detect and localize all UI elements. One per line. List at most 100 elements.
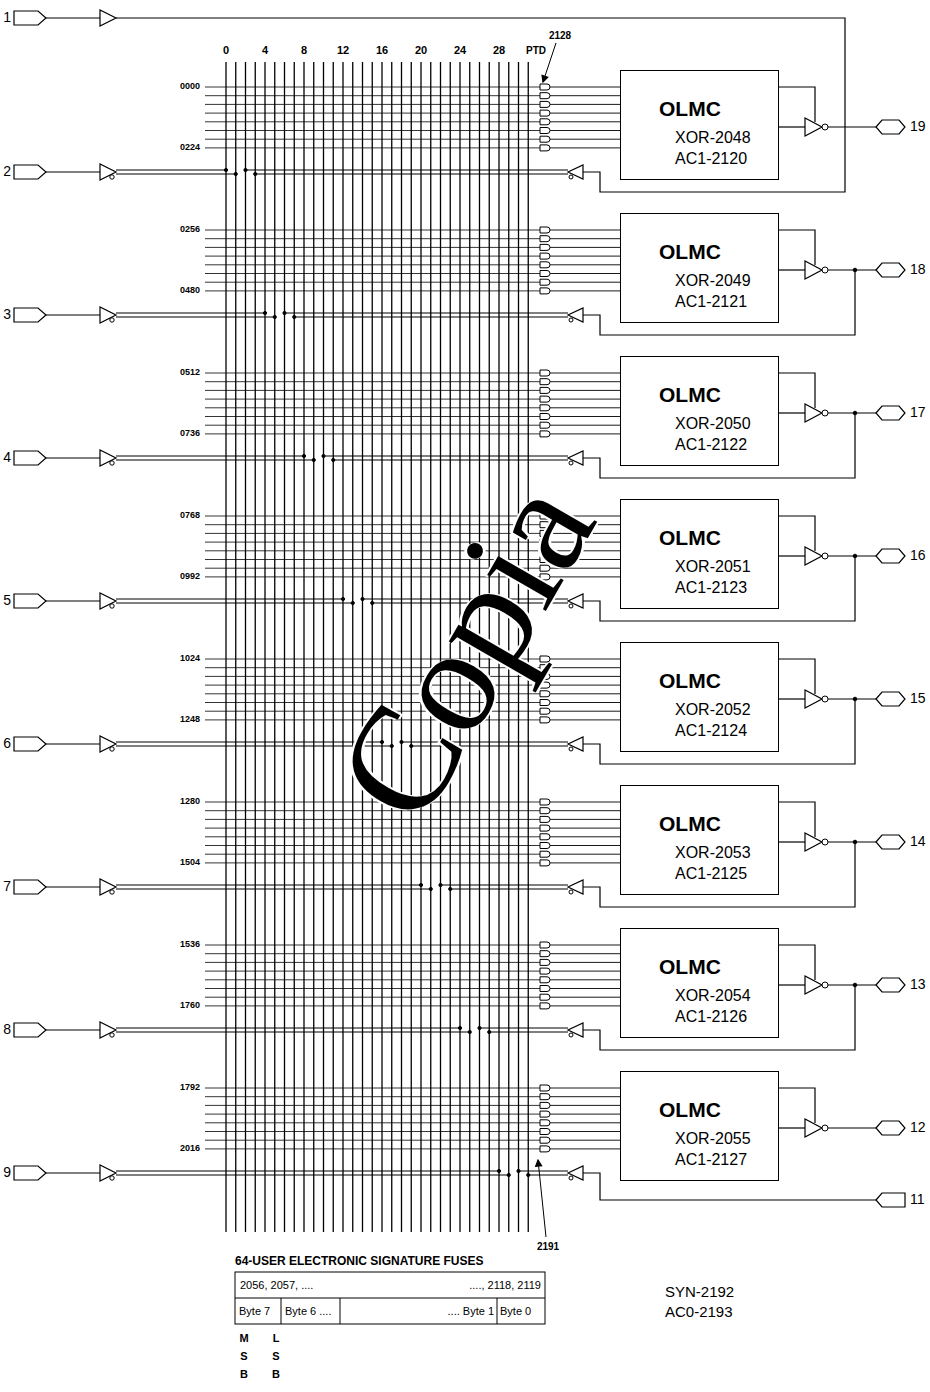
and-output-wire	[550, 997, 620, 998]
and-output-wire	[550, 247, 620, 248]
product-term-row	[205, 828, 540, 829]
inverter-bubble	[110, 461, 114, 465]
fuse-column	[264, 62, 265, 1232]
output-enable-line	[778, 230, 815, 265]
input-pin-symbol	[14, 1166, 46, 1180]
product-term-row	[205, 1005, 540, 1006]
input-pin-symbol	[14, 11, 46, 25]
pin-wire	[46, 171, 100, 172]
and-output-wire	[550, 407, 620, 408]
input-buffer	[100, 879, 116, 895]
input-pin-symbol	[14, 594, 46, 608]
junction-dot	[853, 840, 857, 844]
and-gate	[540, 136, 550, 142]
pin-number: 17	[910, 405, 926, 420]
product-term-row	[205, 971, 540, 972]
and-gate	[540, 1120, 550, 1126]
io-pin-symbol	[876, 549, 905, 563]
table-cell: Byte 0	[500, 1305, 531, 1317]
product-term-row	[205, 139, 540, 140]
junction-dot	[458, 1026, 461, 1029]
pin-number: 12	[910, 1120, 926, 1135]
table-cell: .... Byte 1	[448, 1305, 494, 1317]
and-gate	[540, 691, 550, 697]
and-output-wire	[550, 273, 620, 274]
and-output-wire	[550, 1131, 620, 1132]
feedback-line	[324, 455, 569, 456]
and-output-wire	[550, 945, 620, 946]
output-inverter	[805, 547, 822, 565]
column-number: 12	[337, 44, 349, 56]
fuse-address: XOR-2048	[675, 127, 770, 148]
and-output-wire	[550, 854, 620, 855]
inverter-bubble	[822, 267, 828, 273]
input-buffer	[100, 1022, 116, 1038]
block-title: OLMC	[659, 1098, 770, 1122]
olmc-box: OLMCXOR-2055AC1-2127	[620, 1071, 779, 1181]
fuse-address: AC1-2125	[675, 863, 770, 884]
input-buffer	[100, 10, 116, 26]
product-term-row	[205, 264, 540, 265]
output-line	[828, 412, 876, 413]
and-output-wire	[550, 425, 620, 426]
and-output-wire	[550, 95, 620, 96]
fuse-column	[333, 62, 334, 1232]
input-line-inverted	[116, 602, 353, 603]
and-output-wire	[550, 256, 620, 257]
row-number: 0256	[180, 225, 200, 235]
olmc-box: OLMCXOR-2051AC1-2123	[620, 499, 779, 609]
fuse-address: XOR-2050	[675, 413, 770, 434]
column-number: 16	[376, 44, 388, 56]
and-gate	[540, 843, 550, 849]
output-enable-line	[778, 945, 815, 980]
and-gate	[540, 700, 550, 706]
olmc-box: OLMCXOR-2053AC1-2125	[620, 785, 779, 895]
product-term-row	[205, 256, 540, 257]
and-gate	[540, 942, 550, 948]
inverter-bubble	[110, 604, 114, 608]
inverter-bubble	[110, 318, 114, 322]
input-pin-symbol	[14, 737, 46, 751]
product-term-row	[205, 373, 540, 374]
table-cell: Byte 7	[239, 1305, 270, 1317]
and-gate	[540, 288, 550, 294]
product-term-row	[205, 997, 540, 998]
inverter-bubble	[822, 1125, 828, 1131]
row-number: 0992	[180, 572, 200, 582]
fuse-address: AC1-2126	[675, 1006, 770, 1027]
input-buffer	[100, 736, 116, 752]
ptd-label: PTD	[526, 45, 546, 56]
product-term-row	[205, 854, 540, 855]
bit-order-letter: L	[273, 1332, 280, 1344]
inverter-bubble	[569, 747, 573, 751]
output-line	[778, 126, 805, 127]
inverter-bubble	[110, 1033, 114, 1037]
junction-dot	[302, 454, 305, 457]
and-output-wire	[550, 139, 620, 140]
input-line-inverted	[116, 1031, 470, 1032]
pin-number: 6	[3, 736, 11, 751]
output-enable-line	[778, 87, 815, 122]
io-pin-symbol	[876, 263, 905, 277]
and-gate	[540, 279, 550, 285]
junction-dot	[853, 554, 857, 558]
fuse-address: XOR-2054	[675, 985, 770, 1006]
output-line	[778, 841, 805, 842]
junction-dot	[488, 1030, 491, 1033]
product-term-row	[205, 1122, 540, 1123]
product-term-row	[205, 104, 540, 105]
row-number: 1024	[180, 654, 200, 664]
leader-arrow-head	[542, 75, 548, 82]
and-output-wire	[550, 121, 620, 122]
feedback-line-inverted	[489, 1031, 568, 1032]
and-gate	[540, 1111, 550, 1117]
and-gate	[540, 145, 550, 151]
and-output-wire	[550, 290, 620, 291]
signature-table	[235, 1272, 545, 1324]
product-term-row	[205, 399, 540, 400]
bit-order-letter: S	[272, 1350, 279, 1362]
and-gate	[540, 717, 550, 723]
column-number: 4	[262, 44, 268, 56]
input-pin-symbol	[876, 1193, 905, 1207]
input-line	[116, 455, 304, 456]
